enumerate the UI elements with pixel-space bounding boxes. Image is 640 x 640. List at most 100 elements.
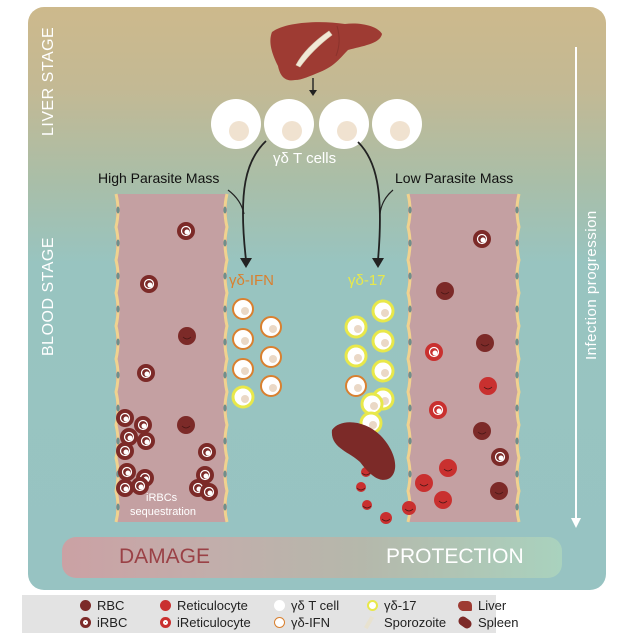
nucleus [515, 239, 519, 247]
sporozoite-icon [364, 615, 374, 630]
vessel-low [406, 193, 521, 523]
arrow-low [357, 141, 394, 268]
gd-17-cell [231, 385, 255, 409]
nucleus [223, 338, 227, 346]
legend-item-gd-ifn: γδ-IFN [274, 615, 330, 630]
rbc-icon [80, 600, 91, 611]
rbc [177, 416, 195, 434]
nucleus [223, 470, 227, 478]
nucleus [515, 338, 519, 346]
outcome-bar: DAMAGE PROTECTION [62, 537, 562, 578]
legend-item-sporozoite: Sporozoite [364, 615, 447, 630]
gd-ifn-cell [345, 375, 367, 397]
damage-label: DAMAGE [119, 545, 211, 568]
gd-t-cell [211, 99, 261, 149]
irbc [473, 230, 491, 248]
legend-item-gd-17: γδ-17 [367, 598, 417, 613]
gd-ifn-cell [232, 298, 254, 320]
gd-t-cell [372, 99, 422, 149]
irbc [198, 443, 216, 461]
nucleus [116, 371, 120, 379]
gd-t-cell-icon [274, 600, 285, 611]
reticulocyte [356, 482, 366, 492]
legend-item-gd-t-cell: γδ T cell [274, 598, 339, 613]
rbc [178, 327, 196, 345]
irbc [177, 222, 195, 240]
gd-17-cell [371, 359, 395, 383]
reticulocyte [439, 459, 457, 477]
nucleus [408, 206, 412, 214]
nucleus [116, 272, 120, 280]
legend-label: γδ T cell [291, 598, 340, 613]
nucleus [408, 338, 412, 346]
nucleus [515, 404, 519, 412]
nucleus [408, 272, 412, 280]
legend-label: γδ-IFN [291, 615, 331, 630]
irbc [116, 479, 134, 497]
reticulocyte [415, 474, 433, 492]
rbc [476, 334, 494, 352]
legend-item-spleen: Spleen [456, 614, 519, 631]
rbc [436, 282, 454, 300]
legend-label: iReticulocyte [177, 615, 251, 630]
sporozoite-icon [295, 30, 333, 68]
rbc [473, 422, 491, 440]
liver-arrow [309, 78, 317, 96]
gd-t-cell [319, 99, 369, 149]
nucleus [116, 338, 120, 346]
legend-item-irbc: iRBC [80, 615, 127, 630]
gd-ifn-cell [260, 375, 282, 397]
legend-label: Sporozoite [384, 615, 447, 630]
nucleus [515, 470, 519, 478]
irbc [491, 448, 509, 466]
reticulocyte [362, 500, 372, 510]
legend-item-rbc: RBC [80, 598, 124, 613]
ireticulocyte [429, 401, 447, 419]
gd-t-cell [264, 99, 314, 149]
nucleus [408, 305, 412, 313]
irbc [116, 409, 134, 427]
nucleus [116, 305, 120, 313]
liver-icon [458, 600, 472, 611]
nucleus [408, 470, 412, 478]
legend: RBC iRBC Reticulocyte iReticulocyte γδ T… [22, 595, 518, 633]
irbc [134, 416, 152, 434]
arrow-high [227, 140, 267, 268]
irbc-icon [80, 617, 91, 628]
nucleus [223, 371, 227, 379]
nucleus [223, 206, 227, 214]
irbc [118, 463, 136, 481]
progression-arrow [571, 47, 581, 528]
nucleus [408, 371, 412, 379]
irbc [137, 364, 155, 382]
gd-ifn-icon [274, 617, 285, 628]
liver-icon [270, 22, 382, 81]
nucleus [223, 305, 227, 313]
irbc [131, 477, 149, 495]
rbc [490, 482, 508, 500]
gd-17-cell [371, 299, 395, 323]
legend-label: Reticulocyte [177, 598, 248, 613]
gd-ifn-label: γδ-IFN [229, 272, 275, 289]
irbc [140, 275, 158, 293]
nucleus [515, 206, 519, 214]
gd-t-cells-label: γδ T cells [273, 150, 337, 167]
nucleus [515, 305, 519, 313]
legend-item-reticulocyte: Reticulocyte [160, 598, 248, 613]
legend-label: Spleen [478, 615, 519, 630]
nucleus [116, 404, 120, 412]
nucleus [515, 272, 519, 280]
nucleus [223, 239, 227, 247]
gd-17-label: γδ-17 [348, 272, 386, 289]
legend-item-liver: Liver [458, 598, 506, 613]
gd-ifn-cell [232, 358, 254, 380]
gd-ifn-cell [260, 316, 282, 338]
ireticulocyte-icon [160, 617, 171, 628]
reticulocyte [380, 512, 392, 524]
gd-17-cell [344, 315, 368, 339]
nucleus [223, 437, 227, 445]
nucleus [408, 404, 412, 412]
low-parasite-mass-label: Low Parasite Mass [395, 170, 514, 186]
legend-label: Liver [478, 598, 507, 613]
